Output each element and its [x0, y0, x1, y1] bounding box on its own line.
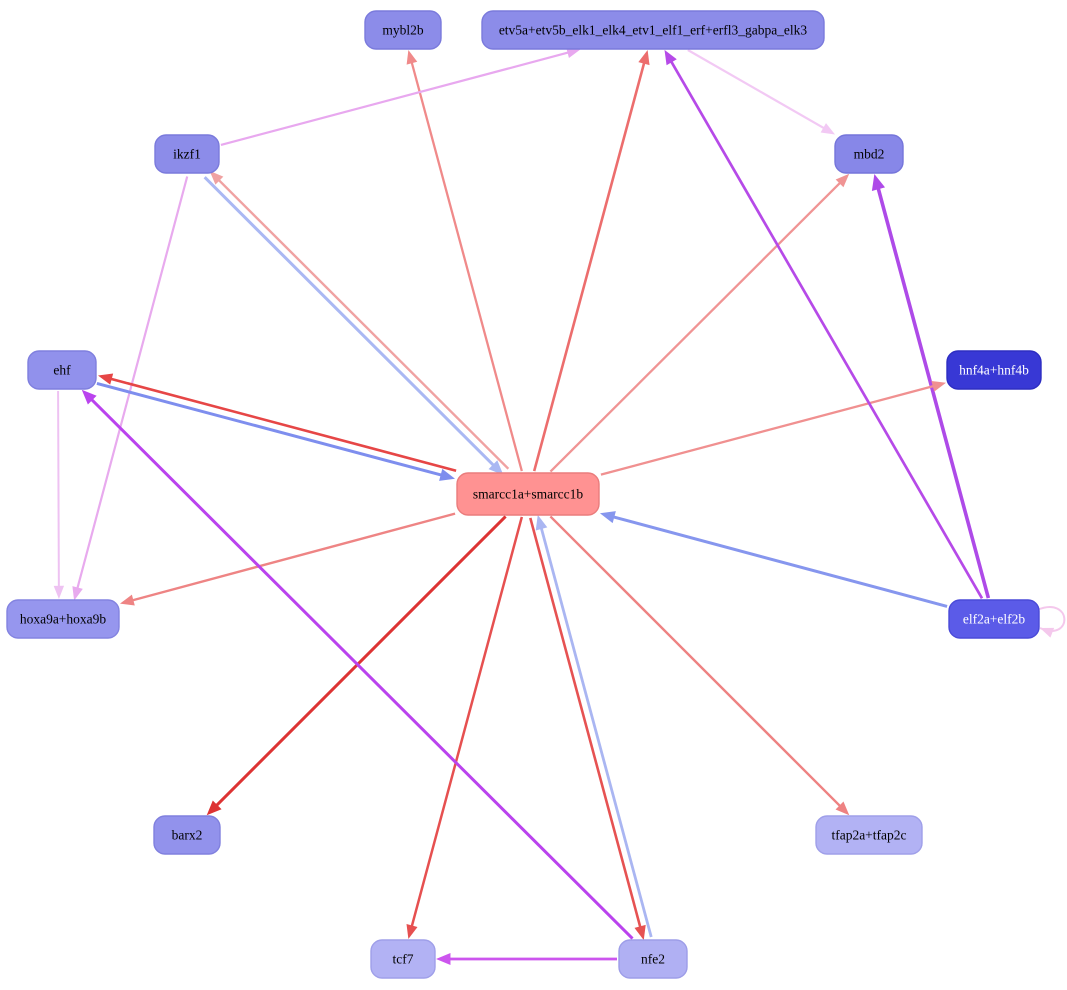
edge-line-ikzf1-smarcc1 — [203, 176, 497, 469]
arrowhead-smarcc1-barx2 — [206, 800, 222, 816]
edge-smarcc1-ehf — [97, 373, 457, 472]
arrowhead-ehf-hoxa9 — [53, 585, 65, 600]
edge-line-ikzf1-etv5 — [220, 50, 572, 147]
arrowhead-elf2-mbd2 — [871, 173, 886, 191]
arrowhead-smarcc1-mbd2 — [835, 173, 850, 188]
arrowhead-smarcc1-mybl2b — [406, 49, 418, 65]
node-barx2[interactable]: barx2 — [153, 815, 221, 855]
self-loop-elf2 — [1036, 606, 1066, 632]
node-box-tfap2[interactable] — [815, 815, 923, 855]
edge-smarcc1-mbd2 — [549, 173, 850, 473]
node-box-etv5[interactable] — [481, 10, 825, 50]
node-elf2[interactable]: elf2a+elf2b — [948, 599, 1040, 639]
node-box-tcf7[interactable] — [370, 939, 436, 979]
arrowhead-smarcc1-ikzf1 — [209, 170, 224, 185]
edge-nfe2-smarcc1 — [535, 514, 653, 938]
edge-line-smarcc1-hoxa9 — [129, 512, 456, 603]
edge-smarcc1-tfap2 — [549, 515, 850, 816]
edge-smarcc1-nfe2 — [529, 517, 646, 941]
node-box-ikzf1[interactable] — [154, 134, 220, 174]
edge-line-smarcc1-nfe2 — [529, 517, 643, 931]
node-mybl2b[interactable]: mybl2b — [364, 10, 442, 50]
node-box-elf2[interactable] — [948, 599, 1040, 639]
node-box-barx2[interactable] — [153, 815, 221, 855]
edge-nfe2-tcf7 — [436, 953, 617, 965]
arrowhead-smarcc1-tcf7 — [406, 924, 418, 940]
node-ehf[interactable]: ehf — [27, 350, 97, 390]
edge-elf2-smarcc1 — [599, 511, 948, 608]
node-box-mbd2[interactable] — [834, 134, 904, 174]
arrowhead-smarcc1-ehf — [97, 373, 114, 385]
edge-elf2-mbd2 — [871, 173, 991, 599]
edge-line-nfe2-ehf — [88, 396, 634, 940]
arrowhead-elf2-etv5 — [664, 49, 677, 66]
node-box-hnf4[interactable] — [946, 350, 1042, 390]
edge-smarcc1-tcf7 — [406, 516, 524, 940]
edge-smarcc1-hoxa9 — [119, 512, 456, 606]
edge-line-ehf-smarcc1 — [96, 381, 445, 478]
node-ikzf1[interactable]: ikzf1 — [154, 134, 220, 174]
edge-line-elf2-smarcc1 — [610, 514, 948, 608]
node-hoxa9[interactable]: hoxa9a+hoxa9b — [6, 599, 120, 639]
edge-line-smarcc1-mybl2b — [409, 59, 523, 472]
edge-smarcc1-barx2 — [206, 515, 507, 816]
arrowhead-elf2-elf2 — [1040, 627, 1055, 638]
edge-ehf-smarcc1 — [96, 381, 456, 481]
edge-line-ehf-hoxa9 — [57, 391, 60, 590]
arrowhead-smarcc1-nfe2 — [634, 924, 646, 941]
arrowhead-smarcc1-etv5 — [638, 49, 650, 66]
arrowhead-ikzf1-smarcc1 — [488, 460, 504, 476]
node-box-mybl2b[interactable] — [364, 10, 442, 50]
edge-smarcc1-ikzf1 — [209, 170, 510, 470]
node-nfe2[interactable]: nfe2 — [618, 939, 688, 979]
edge-line-smarcc1-mbd2 — [549, 180, 843, 473]
edge-line-smarcc1-tfap2 — [549, 515, 843, 809]
edge-elf2-etv5 — [664, 49, 984, 599]
edge-line-smarcc1-ehf — [107, 376, 457, 472]
arrowhead-etv5-mbd2 — [820, 123, 836, 135]
arrowhead-elf2-smarcc1 — [599, 511, 616, 524]
arrowhead-smarcc1-hoxa9 — [119, 594, 135, 606]
edge-line-elf2-mbd2 — [875, 184, 991, 599]
edge-line-elf2-etv5 — [668, 58, 984, 599]
edge-line-smarcc1-tcf7 — [409, 516, 524, 930]
edge-line-smarcc1-ikzf1 — [216, 177, 510, 470]
node-etv5[interactable]: etv5a+etv5b_elk1_elk4_etv1_elf1_erf+erfl… — [481, 10, 825, 50]
edge-line-smarcc1-etv5 — [532, 59, 647, 472]
node-mbd2[interactable]: mbd2 — [834, 134, 904, 174]
edge-elf2-elf2 — [1036, 606, 1066, 638]
node-hnf4[interactable]: hnf4a+hnf4b — [946, 350, 1042, 390]
node-smarcc1[interactable]: smarcc1a+smarcc1b — [456, 472, 600, 516]
edge-ikzf1-etv5 — [220, 47, 581, 147]
arrowhead-ehf-smarcc1 — [439, 468, 456, 481]
edge-ehf-hoxa9 — [53, 391, 65, 600]
arrowhead-nfe2-tcf7 — [436, 953, 451, 965]
node-box-nfe2[interactable] — [618, 939, 688, 979]
arrowhead-nfe2-smarcc1 — [535, 514, 548, 531]
node-tfap2[interactable]: tfap2a+tfap2c — [815, 815, 923, 855]
edge-smarcc1-mybl2b — [406, 49, 523, 472]
node-box-ehf[interactable] — [27, 350, 97, 390]
node-tcf7[interactable]: tcf7 — [370, 939, 436, 979]
edge-smarcc1-hnf4 — [600, 380, 947, 476]
edge-line-smarcc1-hnf4 — [600, 384, 937, 476]
arrowhead-nfe2-ehf — [81, 389, 97, 405]
node-box-hoxa9[interactable] — [6, 599, 120, 639]
arrowhead-ikzf1-etv5 — [566, 47, 581, 58]
arrowhead-smarcc1-hnf4 — [931, 380, 947, 392]
edge-line-etv5-mbd2 — [687, 49, 827, 131]
arrowhead-ikzf1-hoxa9 — [72, 586, 83, 601]
node-box-smarcc1[interactable] — [456, 472, 600, 516]
edge-nfe2-ehf — [81, 389, 634, 940]
edge-line-nfe2-smarcc1 — [539, 525, 653, 938]
edge-ikzf1-smarcc1 — [203, 176, 504, 476]
edge-line-smarcc1-barx2 — [213, 515, 507, 809]
edge-etv5-mbd2 — [687, 49, 836, 135]
edge-smarcc1-etv5 — [532, 49, 650, 472]
arrowhead-smarcc1-tfap2 — [835, 801, 850, 816]
